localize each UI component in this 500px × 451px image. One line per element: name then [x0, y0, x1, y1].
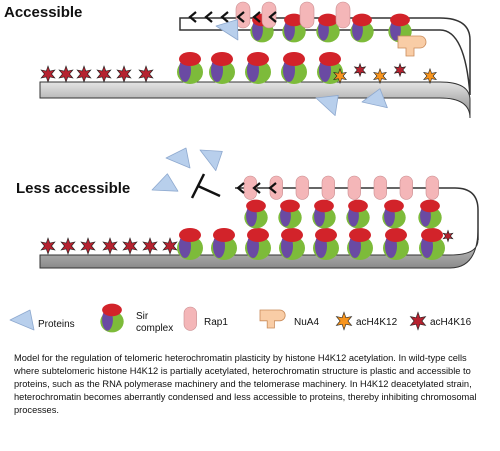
figure-caption: Model for the regulation of telomeric he…	[14, 353, 477, 416]
legend-protein-icon	[9, 309, 35, 331]
legend-ach4k12-icon	[335, 311, 353, 331]
top-telomere-repeat-0	[188, 11, 197, 23]
top-ach4k16-star-5	[138, 65, 154, 83]
bottom-ach4k16-star-4	[122, 237, 138, 255]
bottom-sir-complex-bottom-2-red	[247, 228, 269, 242]
bottom-protein-1	[165, 147, 191, 169]
bottom-rap1-3	[321, 175, 335, 200]
bottom-sir-complex-middle-2-red	[314, 199, 334, 213]
top-sir-complex-top-3-red	[352, 13, 372, 27]
legend-ach4k16-icon	[409, 311, 427, 331]
bottom-rap1-4	[347, 175, 361, 200]
top-sir-complex-bottom-1-red	[211, 52, 233, 66]
top-ach4k16-star-0	[40, 65, 56, 83]
bottom-sir-complex-bottom-0-red	[179, 228, 201, 242]
top-ach4k16-star-3	[96, 65, 112, 83]
top-rap1-1	[261, 1, 277, 29]
bottom-sir-complex-bottom-4-red	[315, 228, 337, 242]
top-ach4k12-star-2	[423, 67, 437, 85]
bottom-sir-complex-bottom-1-red	[213, 228, 235, 242]
less-accessible-title: Less accessible	[16, 180, 131, 197]
top-rap1-2	[299, 1, 315, 29]
top-protein-bottom-2	[361, 88, 388, 109]
top-telomere-repeat-1	[204, 11, 213, 23]
top-ach4k12-star-0	[333, 67, 347, 85]
legend-ach4k16-label: acH4K16	[430, 317, 472, 328]
top-sir-complex-bottom-3-red	[283, 52, 305, 66]
bottom-sir-complex-middle-5-red	[420, 199, 440, 213]
top-ach4k12-star-1	[373, 67, 387, 85]
bottom-sir-complex-bottom-5-red	[349, 228, 371, 242]
bottom-telomere-repeat-2	[268, 182, 277, 194]
bottom-ach4k16-star-2	[80, 237, 96, 255]
top-nua4	[397, 35, 427, 57]
top-sir-complex-top-1-red	[284, 13, 304, 27]
top-ach4k16-star-4	[116, 65, 132, 83]
bottom-rap1-0	[243, 175, 257, 200]
bottom-ach4k16-star-0	[40, 237, 56, 255]
bottom-sir-complex-bottom-3-red	[281, 228, 303, 242]
top-ach4k16-star-2	[76, 65, 92, 83]
bottom-ach4k16-right-star	[442, 229, 454, 243]
bottom-telomere-repeat-1	[252, 182, 261, 194]
bottom-rap1-7	[425, 175, 439, 200]
bottom-ach4k16-star-1	[60, 237, 76, 255]
bottom-dna-strand	[39, 187, 479, 269]
bottom-protein-3	[151, 173, 179, 192]
bottom-protein-2	[199, 149, 223, 172]
bottom-sir-complex-middle-3-red	[348, 199, 368, 213]
bottom-ach4k16-star-3	[102, 237, 118, 255]
legend-sir-complex-icon-red	[102, 303, 122, 317]
top-ach4k16-right-star-0	[353, 62, 367, 78]
top-telomere-repeat-3	[236, 11, 245, 23]
bottom-sir-complex-bottom-6-red	[385, 228, 407, 242]
top-protein-bottom-1	[315, 95, 339, 117]
top-protein-left	[215, 19, 239, 41]
bottom-rap1-5	[373, 175, 387, 200]
top-sir-complex-top-2-red	[318, 13, 338, 27]
legend-rap1-label: Rap1	[204, 317, 228, 328]
legend-proteins-label: Proteins	[38, 319, 75, 330]
inhibition-stem	[197, 184, 221, 198]
bottom-telomere-repeat-0	[236, 182, 245, 194]
inhibition-bar	[190, 173, 206, 199]
legend-nua4-label: NuA4	[294, 317, 320, 328]
legend-sir-complex-label: Sir complex	[136, 311, 174, 334]
bottom-sir-complex-middle-1-red	[280, 199, 300, 213]
accessible-title: Accessible	[4, 4, 83, 21]
bottom-ach4k16-star-5	[142, 237, 158, 255]
top-ach4k16-right-star-1	[393, 62, 407, 78]
bottom-sir-complex-middle-4-red	[384, 199, 404, 213]
legend-nua4-icon	[259, 309, 286, 329]
legend-rap1-icon	[183, 306, 197, 331]
top-telomere-repeat-4	[252, 11, 261, 23]
bottom-sir-complex-middle-0-red	[246, 199, 266, 213]
top-telomere-repeat-2	[220, 11, 229, 23]
top-dna-strand	[39, 17, 471, 119]
bottom-rap1-6	[399, 175, 413, 200]
bottom-rap1-2	[295, 175, 309, 200]
bottom-sir-complex-bottom-7-red	[421, 228, 443, 242]
top-rap1-3	[335, 1, 351, 29]
top-sir-complex-bottom-0-red	[179, 52, 201, 66]
top-ach4k16-star-1	[58, 65, 74, 83]
bottom-ach4k16-star-6	[162, 237, 178, 255]
legend-ach4k12-label: acH4K12	[356, 317, 398, 328]
top-sir-complex-bottom-4-red	[319, 52, 341, 66]
top-rap1-0	[235, 1, 251, 29]
top-sir-complex-bottom-2-red	[247, 52, 269, 66]
top-sir-complex-top-4-red	[390, 13, 410, 27]
top-telomere-repeat-5	[268, 11, 277, 23]
